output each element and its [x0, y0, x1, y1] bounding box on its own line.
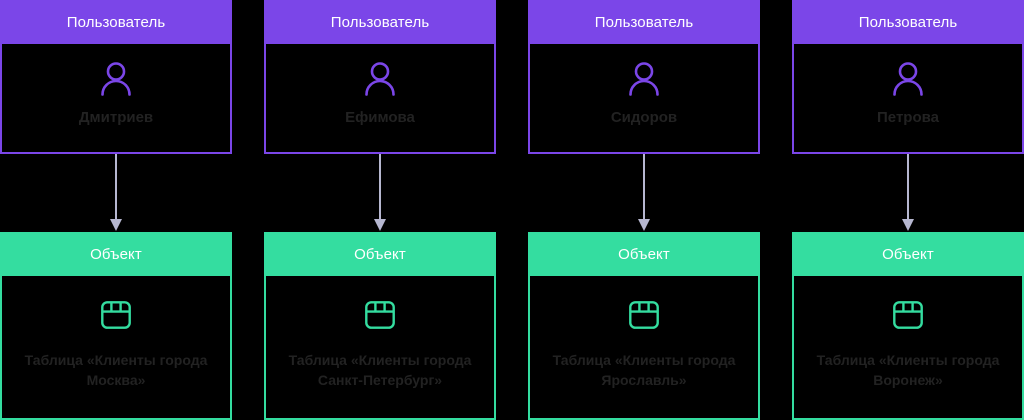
table-icon	[365, 301, 395, 329]
arrow-down-icon	[374, 154, 386, 231]
table-icon	[101, 301, 131, 329]
object-card-header-label: Объект	[354, 245, 406, 263]
diagram-column: Пользователь Дмитриев Объект	[0, 0, 232, 420]
user-card-header: Пользователь	[528, 0, 760, 44]
diagram-column: Пользователь Петрова Объект	[792, 0, 1024, 420]
user-name: Дмитриев	[78, 109, 154, 126]
user-name: Ефимова	[345, 109, 415, 126]
person-icon	[893, 62, 923, 96]
object-card-header-label: Объект	[618, 245, 670, 263]
table-icon	[629, 301, 659, 329]
object-card[interactable]: Объект Таблица «Клиенты города Ярославль…	[528, 232, 760, 420]
user-card[interactable]: Пользователь Дмитриев	[0, 0, 232, 154]
user-name: Петрова	[877, 109, 939, 126]
user-card-body: Петрова	[792, 44, 1024, 154]
user-card-header: Пользователь	[264, 0, 496, 44]
user-card-header-label: Пользователь	[330, 13, 430, 31]
table-icon	[893, 301, 923, 329]
user-card[interactable]: Пользователь Петрова	[792, 0, 1024, 154]
object-card-body: Таблица «Клиенты города Ярославль»	[528, 276, 760, 420]
object-card[interactable]: Объект Таблица «Клиенты города Санкт-Пет…	[264, 232, 496, 420]
person-icon	[101, 62, 131, 96]
user-card-body: Дмитриев	[0, 44, 232, 154]
arrow-down-icon	[902, 154, 914, 231]
user-card-header-label: Пользователь	[66, 13, 166, 31]
user-card-body: Ефимова	[264, 44, 496, 154]
user-name: Сидоров	[610, 109, 678, 126]
arrow-down-icon	[638, 154, 650, 231]
object-card-body: Таблица «Клиенты города Воронеж»	[792, 276, 1024, 420]
user-card-header-label: Пользователь	[594, 13, 694, 31]
object-card-header: Объект	[528, 232, 760, 276]
diagram-column: Пользователь Сидоров Объект	[528, 0, 760, 420]
object-name: Таблица «Клиенты города Воронеж»	[816, 352, 1000, 389]
object-name: Таблица «Клиенты города Москва»	[24, 352, 208, 389]
user-card-header: Пользователь	[0, 0, 232, 44]
object-card-header-label: Объект	[882, 245, 934, 263]
arrow-down-icon	[110, 154, 122, 231]
object-card[interactable]: Объект Таблица «Клиенты города Воронеж»	[792, 232, 1024, 420]
object-card-body: Таблица «Клиенты города Москва»	[0, 276, 232, 420]
user-card-body: Сидоров	[528, 44, 760, 154]
user-card-header-label: Пользователь	[858, 13, 958, 31]
person-icon	[629, 62, 659, 96]
object-card-header-label: Объект	[90, 245, 142, 263]
user-card-header: Пользователь	[792, 0, 1024, 44]
object-card-header: Объект	[0, 232, 232, 276]
diagram-column: Пользователь Ефимова Объект	[264, 0, 496, 420]
user-card[interactable]: Пользователь Ефимова	[264, 0, 496, 154]
person-icon	[365, 62, 395, 96]
object-name: Таблица «Клиенты города Санкт-Петербург»	[288, 352, 472, 389]
object-card-header: Объект	[792, 232, 1024, 276]
object-card-header: Объект	[264, 232, 496, 276]
object-name: Таблица «Клиенты города Ярославль»	[552, 352, 736, 389]
user-card[interactable]: Пользователь Сидоров	[528, 0, 760, 154]
object-card-body: Таблица «Клиенты города Санкт-Петербург»	[264, 276, 496, 420]
object-card[interactable]: Объект Таблица «Клиенты города Москва»	[0, 232, 232, 420]
